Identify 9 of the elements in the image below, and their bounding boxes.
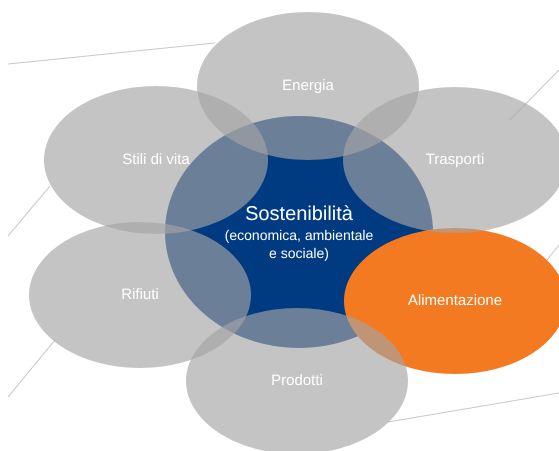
node-title: Prodotti	[271, 372, 323, 390]
node-title: Energia	[282, 76, 334, 96]
node-title: Trasporti	[426, 150, 484, 170]
node-subtitle: (economica, ambientale e sociale)	[224, 227, 374, 262]
node-title: Alimentazione	[408, 292, 502, 310]
node-title: Sostenibilità	[245, 202, 353, 227]
node-title: Stili di vita	[122, 150, 190, 170]
ellipse	[197, 12, 419, 160]
node-title: Rifiuti	[121, 286, 159, 304]
